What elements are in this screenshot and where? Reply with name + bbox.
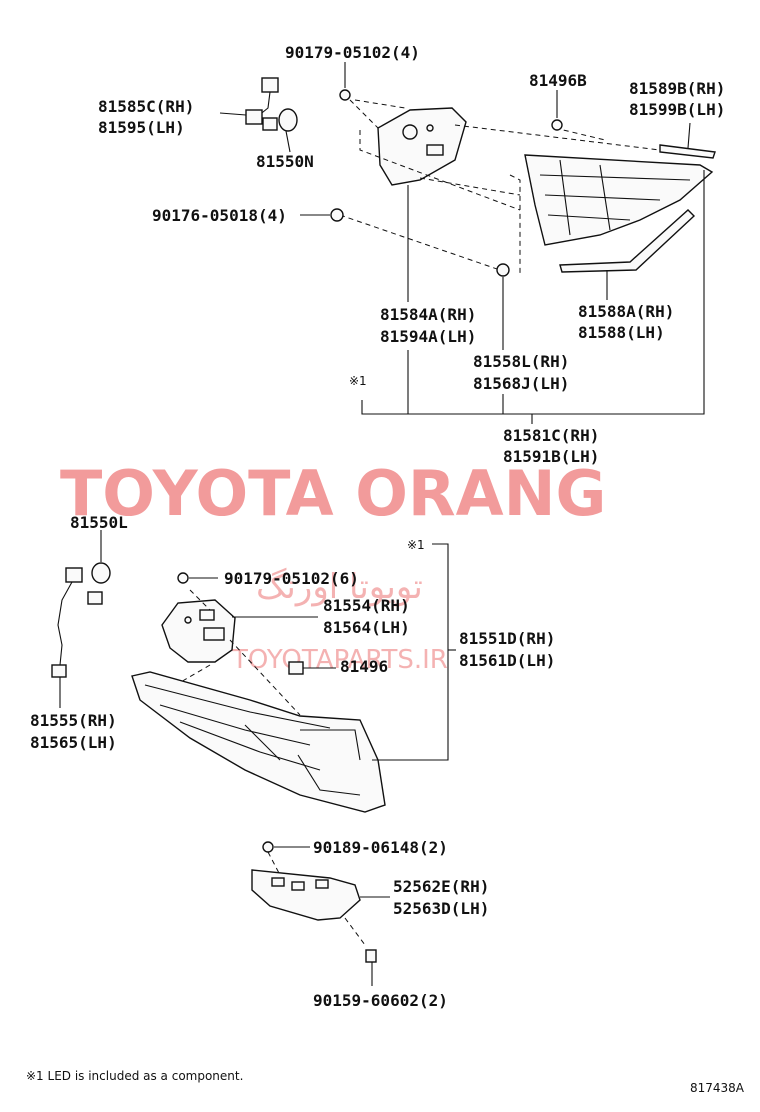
bracket-81584: [377, 107, 467, 186]
label-81585: 81585C(RH): [98, 97, 194, 116]
note-mark-mid: ※1: [407, 538, 425, 552]
gasket-81588: [559, 209, 696, 273]
label-81588a: 81588A(RH): [578, 302, 674, 321]
dash-6: [339, 214, 501, 271]
label-90176: 90176-05018(4): [152, 206, 287, 225]
label-90179-mid: 90179-05102(6): [224, 569, 359, 588]
label-81550n: 81550N: [256, 152, 314, 171]
watermark-main: TOYOTA ORANG: [60, 457, 606, 530]
label-81555: 81555(RH): [30, 711, 117, 730]
label-81584: 81584A(RH): [380, 305, 476, 324]
label-81558: 81558L(RH): [473, 352, 569, 371]
bolt-90179-top: [339, 89, 351, 101]
label-81581: 81581C(RH): [503, 426, 599, 445]
note-mark-top: ※1: [349, 374, 367, 388]
label-81595: 81595(LH): [98, 118, 185, 137]
label-81591: 81591B(LH): [503, 447, 599, 466]
dash-10: [229, 639, 301, 716]
leader-81589: [687, 122, 691, 149]
nut-81496b: [551, 119, 563, 131]
label-81568: 81568J(LH): [473, 374, 569, 393]
leader-81550n: [285, 130, 291, 153]
dash-3: [359, 130, 521, 211]
bolt-90159: [365, 949, 377, 963]
diagram-id: 817438A: [690, 1081, 745, 1095]
assy-bracket-upper: [361, 170, 705, 415]
watermark-arabic: تویوتا اورنگ: [256, 567, 423, 607]
label-81496b: 81496B: [529, 71, 587, 90]
dash-5: [419, 177, 521, 196]
dash-1: [349, 99, 379, 129]
plate-81554: [161, 599, 236, 663]
label-52563: 52563D(LH): [393, 899, 489, 918]
label-81588: 81588(LH): [578, 323, 665, 342]
label-81561: 81561D(LH): [459, 651, 555, 670]
socket-wire-81585: [245, 77, 298, 132]
dash-13: [344, 917, 366, 946]
label-81550l: 81550L: [70, 513, 128, 532]
bracket-52562: [251, 869, 361, 921]
label-81565: 81565(LH): [30, 733, 117, 752]
label-81594: 81594A(LH): [380, 327, 476, 346]
screw-90189: [262, 841, 274, 853]
dash-12: [267, 851, 281, 876]
label-81554: 81554(RH): [323, 596, 410, 615]
dash-11: [189, 589, 211, 611]
watermark-site: TOYOTAPARTS.IR: [231, 645, 448, 675]
label-81599: 81599B(LH): [629, 100, 725, 119]
label-52562: 52562E(RH): [393, 877, 489, 896]
dash-2: [354, 99, 406, 109]
leader-81585: [219, 112, 247, 116]
footnote: ※1 LED is included as a component.: [26, 1069, 243, 1083]
dash-4: [454, 124, 661, 151]
nut-81496: [288, 661, 304, 675]
bolt-90179-mid: [177, 572, 189, 584]
lens-81551: [131, 671, 386, 813]
label-81496: 81496: [340, 657, 388, 676]
label-90189: 90189-06148(2): [313, 838, 448, 857]
grommet-81558: [496, 263, 510, 277]
bolt-90176: [330, 208, 344, 222]
assy-bracket-lower: [372, 543, 449, 761]
lens-81581: [524, 154, 714, 246]
label-90159: 90159-60602(2): [313, 991, 448, 1010]
label-81564: 81564(LH): [323, 618, 410, 637]
label-90179-top: 90179-05102(4): [285, 43, 420, 62]
label-81551: 81551D(RH): [459, 629, 555, 648]
socket-wire-81555: [51, 562, 111, 678]
label-81589: 81589B(RH): [629, 79, 725, 98]
dash-7: [509, 174, 521, 275]
gasket-81589: [659, 144, 716, 159]
